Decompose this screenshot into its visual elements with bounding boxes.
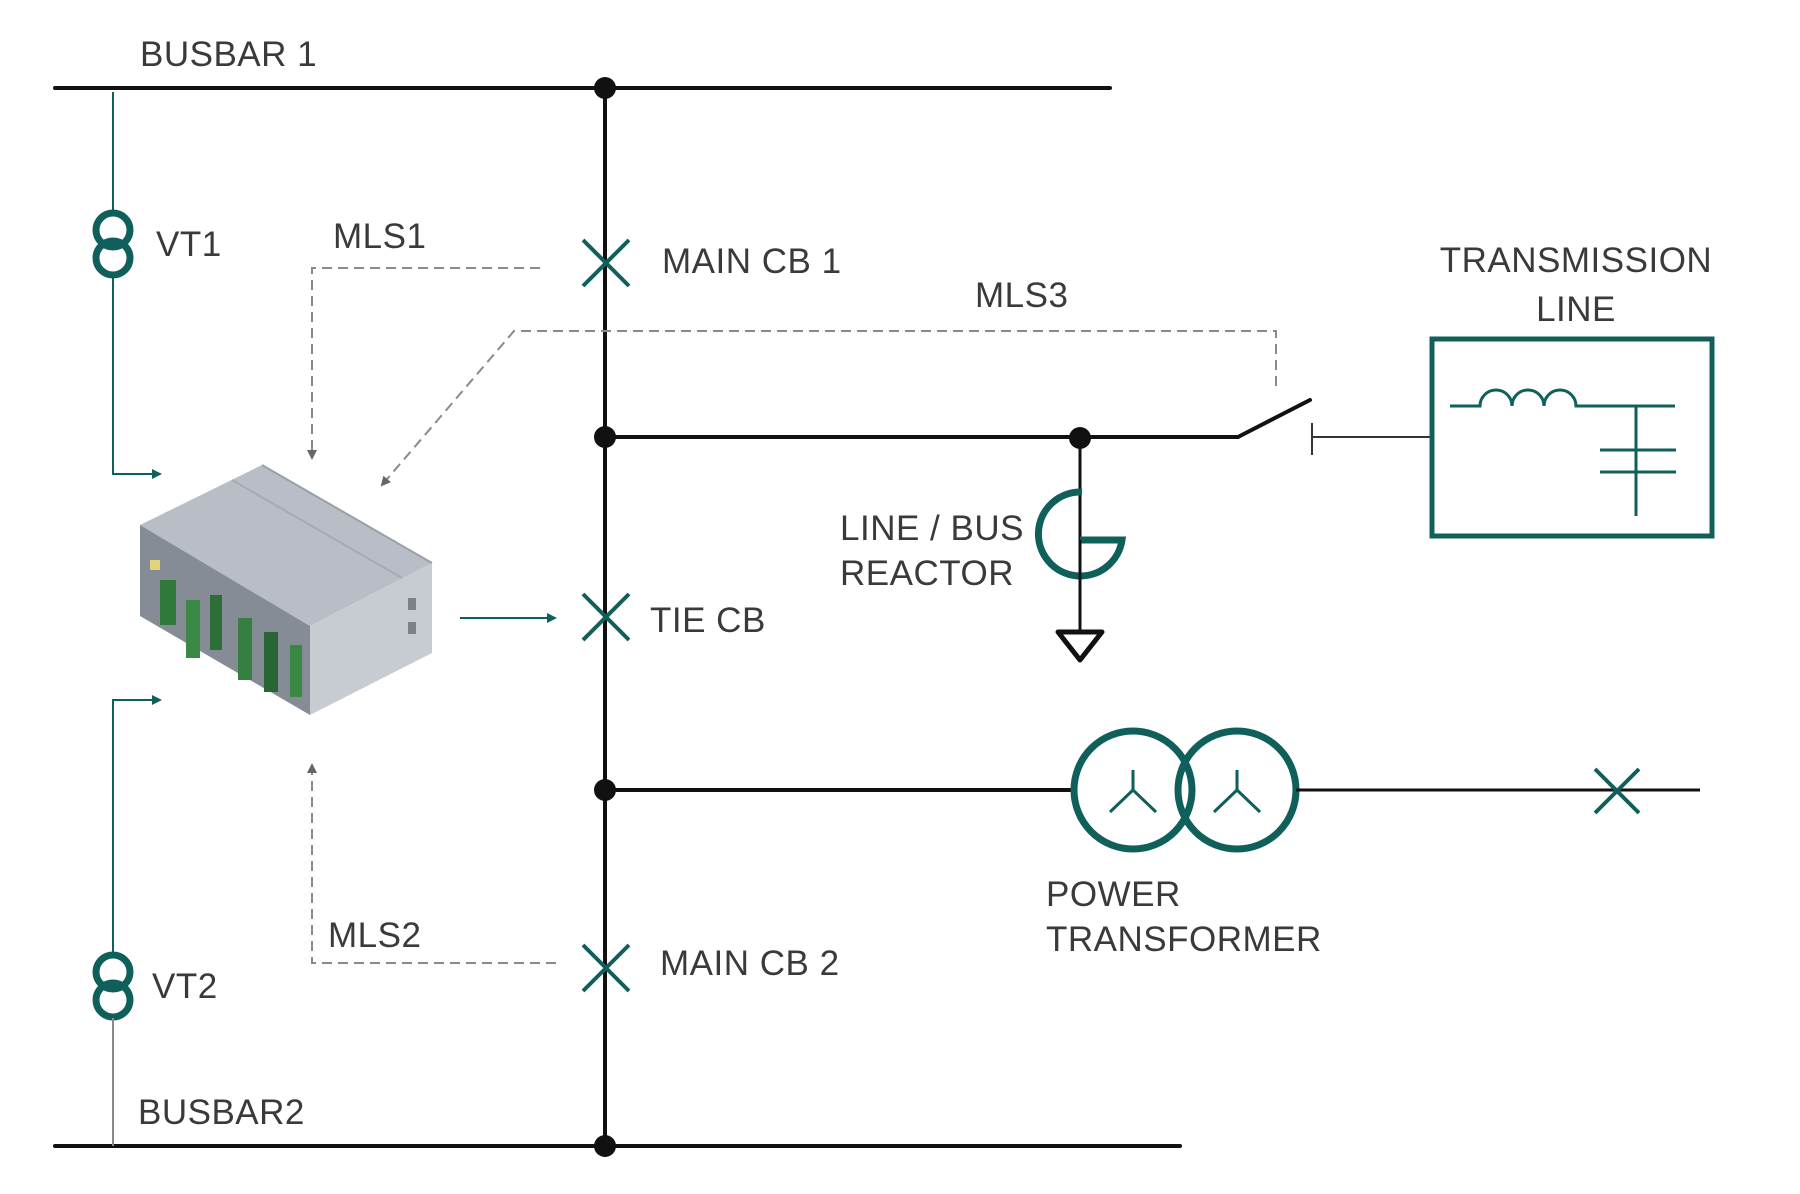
secondary-cb-symbol[interactable] [1593, 767, 1641, 815]
node-busbar2 [594, 1135, 616, 1157]
transmission-line-label-2: LINE [1536, 290, 1616, 329]
protection-relay-device[interactable] [140, 464, 433, 715]
main-cb-1-symbol[interactable] [581, 238, 631, 288]
node-busbar1 [594, 77, 616, 99]
main-cb-2-symbol[interactable] [581, 943, 631, 993]
vt2-label: VT2 [152, 967, 218, 1006]
vt1-symbol [92, 209, 134, 279]
mls2-path [307, 763, 556, 964]
main-cb-2-label: MAIN CB 2 [660, 944, 840, 983]
mls1-path [307, 267, 540, 460]
vt1-to-relay-arrow [112, 276, 162, 479]
line-isolator-blade[interactable] [1236, 398, 1312, 439]
transformer-label-2: TRANSFORMER [1046, 920, 1322, 959]
reactor-symbol[interactable] [1034, 438, 1127, 663]
tie-cb-symbol[interactable] [581, 592, 631, 642]
busbar-1-label: BUSBAR 1 [140, 35, 317, 74]
reactor-label-1: LINE / BUS [840, 509, 1024, 548]
reactor-label-2: REACTOR [840, 554, 1014, 593]
vt2-to-relay-arrow [112, 695, 162, 955]
busbar-2-label: BUSBAR2 [138, 1093, 305, 1132]
mls3-path [380, 330, 1277, 487]
mls3-label: MLS3 [975, 276, 1068, 315]
mls1-label: MLS1 [333, 217, 426, 256]
mls2-label: MLS2 [328, 916, 421, 955]
transmission-line-label-1: TRANSMISSION [1440, 241, 1712, 280]
vt2-symbol [92, 951, 134, 1021]
transmission-line-block[interactable] [1429, 336, 1715, 539]
power-transformer-symbol[interactable] [1070, 727, 1300, 853]
tie-cb-label: TIE CB [650, 601, 766, 640]
main-cb-1-label: MAIN CB 1 [662, 242, 842, 281]
transformer-label-1: POWER [1046, 875, 1181, 914]
vt1-label: VT1 [156, 225, 222, 264]
